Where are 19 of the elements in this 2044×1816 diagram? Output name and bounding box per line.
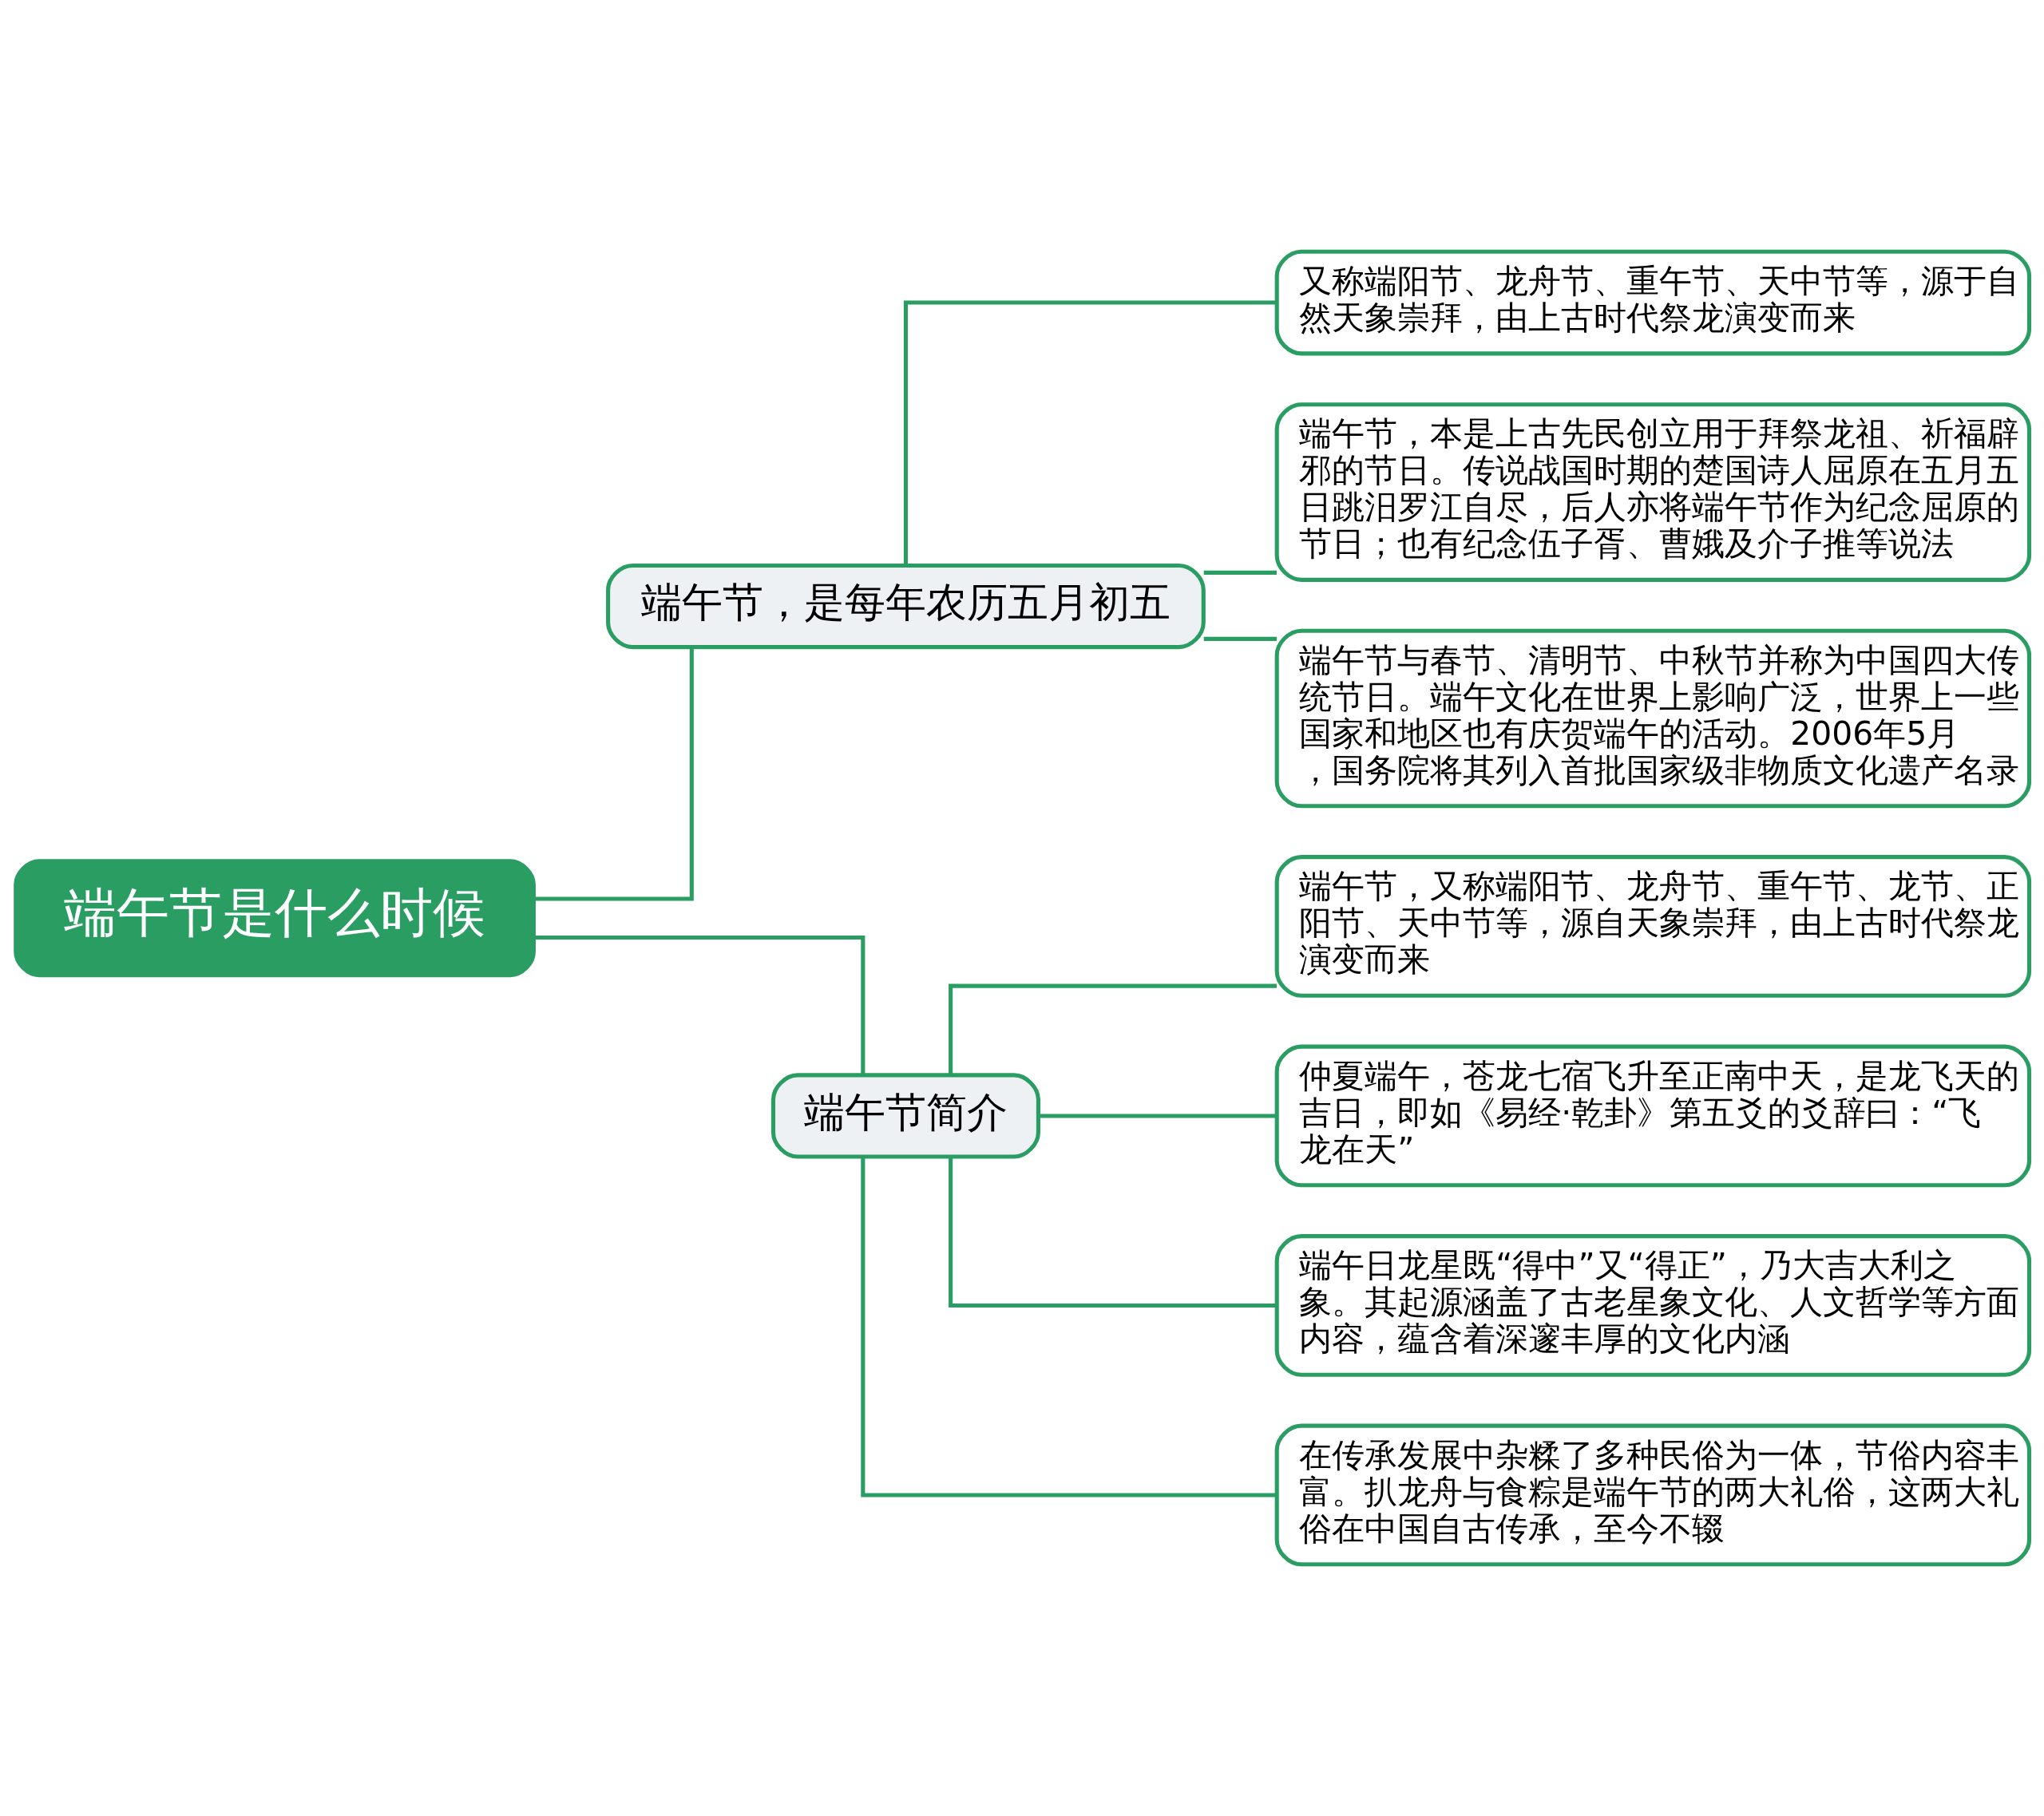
- node-box: 端午日龙星既“得中”又“得正”，乃大吉大利之象。其起源涵盖了古老星象文化、人文哲学等方面内容，蕴含着深邃丰厚的文化内涵: [1274, 1234, 2032, 1377]
- connector: [1038, 1114, 1277, 1118]
- connector: [535, 647, 694, 901]
- node-box: 端午节，本是上古先民创立用于拜祭龙祖、祈福辟邪的节日。传说战国时期的楚国诗人屈原在五月五日跳汨罗江自尽，后人亦将端午节作为纪念屈原的节日；也有纪念伍子胥、曹娥及介子推等说法: [1274, 402, 2032, 582]
- node-box: 端午节，又称端阳节、龙舟节、重午节、龙节、正阳节、天中节等，源自天象崇拜，由上古时代祭龙演变而来: [1274, 855, 2032, 998]
- node-box: 端午节与春节、清明节、中秋节并称为中国四大传统节日。端午文化在世界上影响广泛，世界上一些国家和地区也有庆贺端午的活动。2006年5月，国务院将其列入首批国家级非物质文化遗产名录: [1274, 628, 2032, 809]
- node-box: 仲夏端午，苍龙七宿飞升至正南中天，是龙飞天的吉日，即如《易经·乾卦》第五爻的爻辞曰：“飞龙在天”: [1274, 1044, 2032, 1188]
- connector: [861, 1157, 1277, 1498]
- node-box: 端午节，是每年农历五月初五: [606, 563, 1206, 650]
- connector: [903, 300, 1277, 566]
- connector: [1203, 570, 1277, 575]
- connector: [535, 935, 866, 1075]
- node-box: 又称端阳节、龙舟节、重午节、天中节等，源于自然天象崇拜，由上古时代祭龙演变而来: [1274, 249, 2032, 356]
- node-box: 端午节简介: [770, 1073, 1040, 1159]
- connector: [949, 1157, 1277, 1308]
- node-box: 端午节是什么时候: [14, 859, 536, 978]
- connector: [1203, 636, 1277, 641]
- connector: [949, 983, 1277, 1075]
- node-box: 在传承发展中杂糅了多种民俗为一体，节俗内容丰富。扒龙舟与食粽是端午节的两大礼俗，这两大礼俗在中国自古传承，至今不辍: [1274, 1423, 2032, 1567]
